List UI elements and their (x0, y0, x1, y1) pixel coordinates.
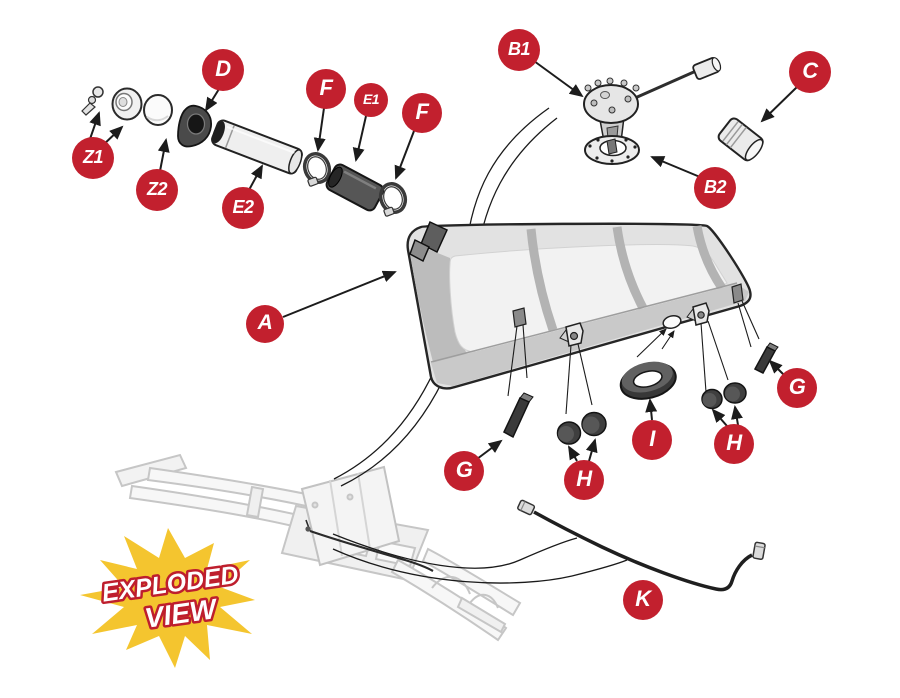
filler-tube-part (211, 119, 303, 175)
grommet-part (177, 104, 212, 148)
hose-clamp-2 (378, 182, 408, 217)
callout-g1-text: G (455, 457, 473, 482)
callout-b1-text: B1 (507, 38, 531, 59)
fuel-tank-part (406, 220, 752, 390)
cap-disc-part (143, 94, 173, 126)
callout-a-text: A (257, 311, 273, 334)
callout-f1-text: F (319, 75, 333, 100)
callout-b1: B1 (498, 29, 540, 71)
callout-k-text: K (635, 586, 651, 611)
callout-g1: G (444, 451, 484, 491)
callout-e2: E2 (222, 187, 264, 229)
callout-h1: H (564, 460, 604, 500)
callout-b2: B2 (694, 167, 736, 209)
sending-unit-part (583, 57, 722, 153)
callout-c-text: C (802, 58, 818, 83)
callout-h2-text: H (726, 430, 742, 455)
callout-e2-text: E2 (232, 196, 254, 217)
antisqueak-pad-left (503, 392, 534, 439)
callout-g2: G (777, 368, 817, 408)
callout-h1-text: H (576, 466, 592, 491)
callout-g2-text: G (788, 374, 806, 399)
callout-h2: H (714, 424, 754, 464)
installed-fuel-line (305, 519, 434, 572)
callout-f2: F (402, 93, 442, 133)
fuel-filter-part (717, 117, 764, 162)
callout-k: K (623, 580, 663, 620)
lock-ring-part (584, 135, 640, 165)
callout-i: I (632, 420, 672, 460)
callout-b2-text: B2 (703, 176, 727, 197)
callout-f2-text: F (415, 99, 429, 124)
fuel-line-part (517, 499, 766, 592)
callout-z1-text: Z1 (82, 146, 104, 167)
chassis-frame (114, 453, 522, 642)
grommet-pair-left (556, 411, 607, 445)
antisqueak-pad-right (753, 342, 779, 374)
callout-i-text: I (649, 426, 655, 451)
starburst-icon (80, 528, 255, 668)
fuel-hose-part (325, 163, 385, 212)
exploded-view-badge: EXPLODED VIEW (80, 528, 255, 668)
callout-z2: Z2 (136, 169, 178, 211)
cam-lock-part (81, 86, 104, 116)
filler-cap-part (111, 87, 143, 121)
callout-z2-text: Z2 (146, 178, 168, 199)
callout-d-text: D (215, 56, 231, 81)
callout-d: D (202, 49, 244, 91)
mounting-connector-lines (507, 300, 760, 415)
callout-z1: Z1 (72, 137, 114, 179)
callout-a: A (246, 305, 284, 343)
callout-f1: F (306, 69, 346, 109)
grommet-pair-right (701, 382, 747, 410)
callout-e1-text: E1 (362, 91, 380, 107)
oval-gasket-part (619, 361, 677, 400)
callout-c: C (789, 51, 831, 93)
hose-clamp-1 (302, 152, 332, 187)
callout-e1: E1 (354, 83, 388, 117)
